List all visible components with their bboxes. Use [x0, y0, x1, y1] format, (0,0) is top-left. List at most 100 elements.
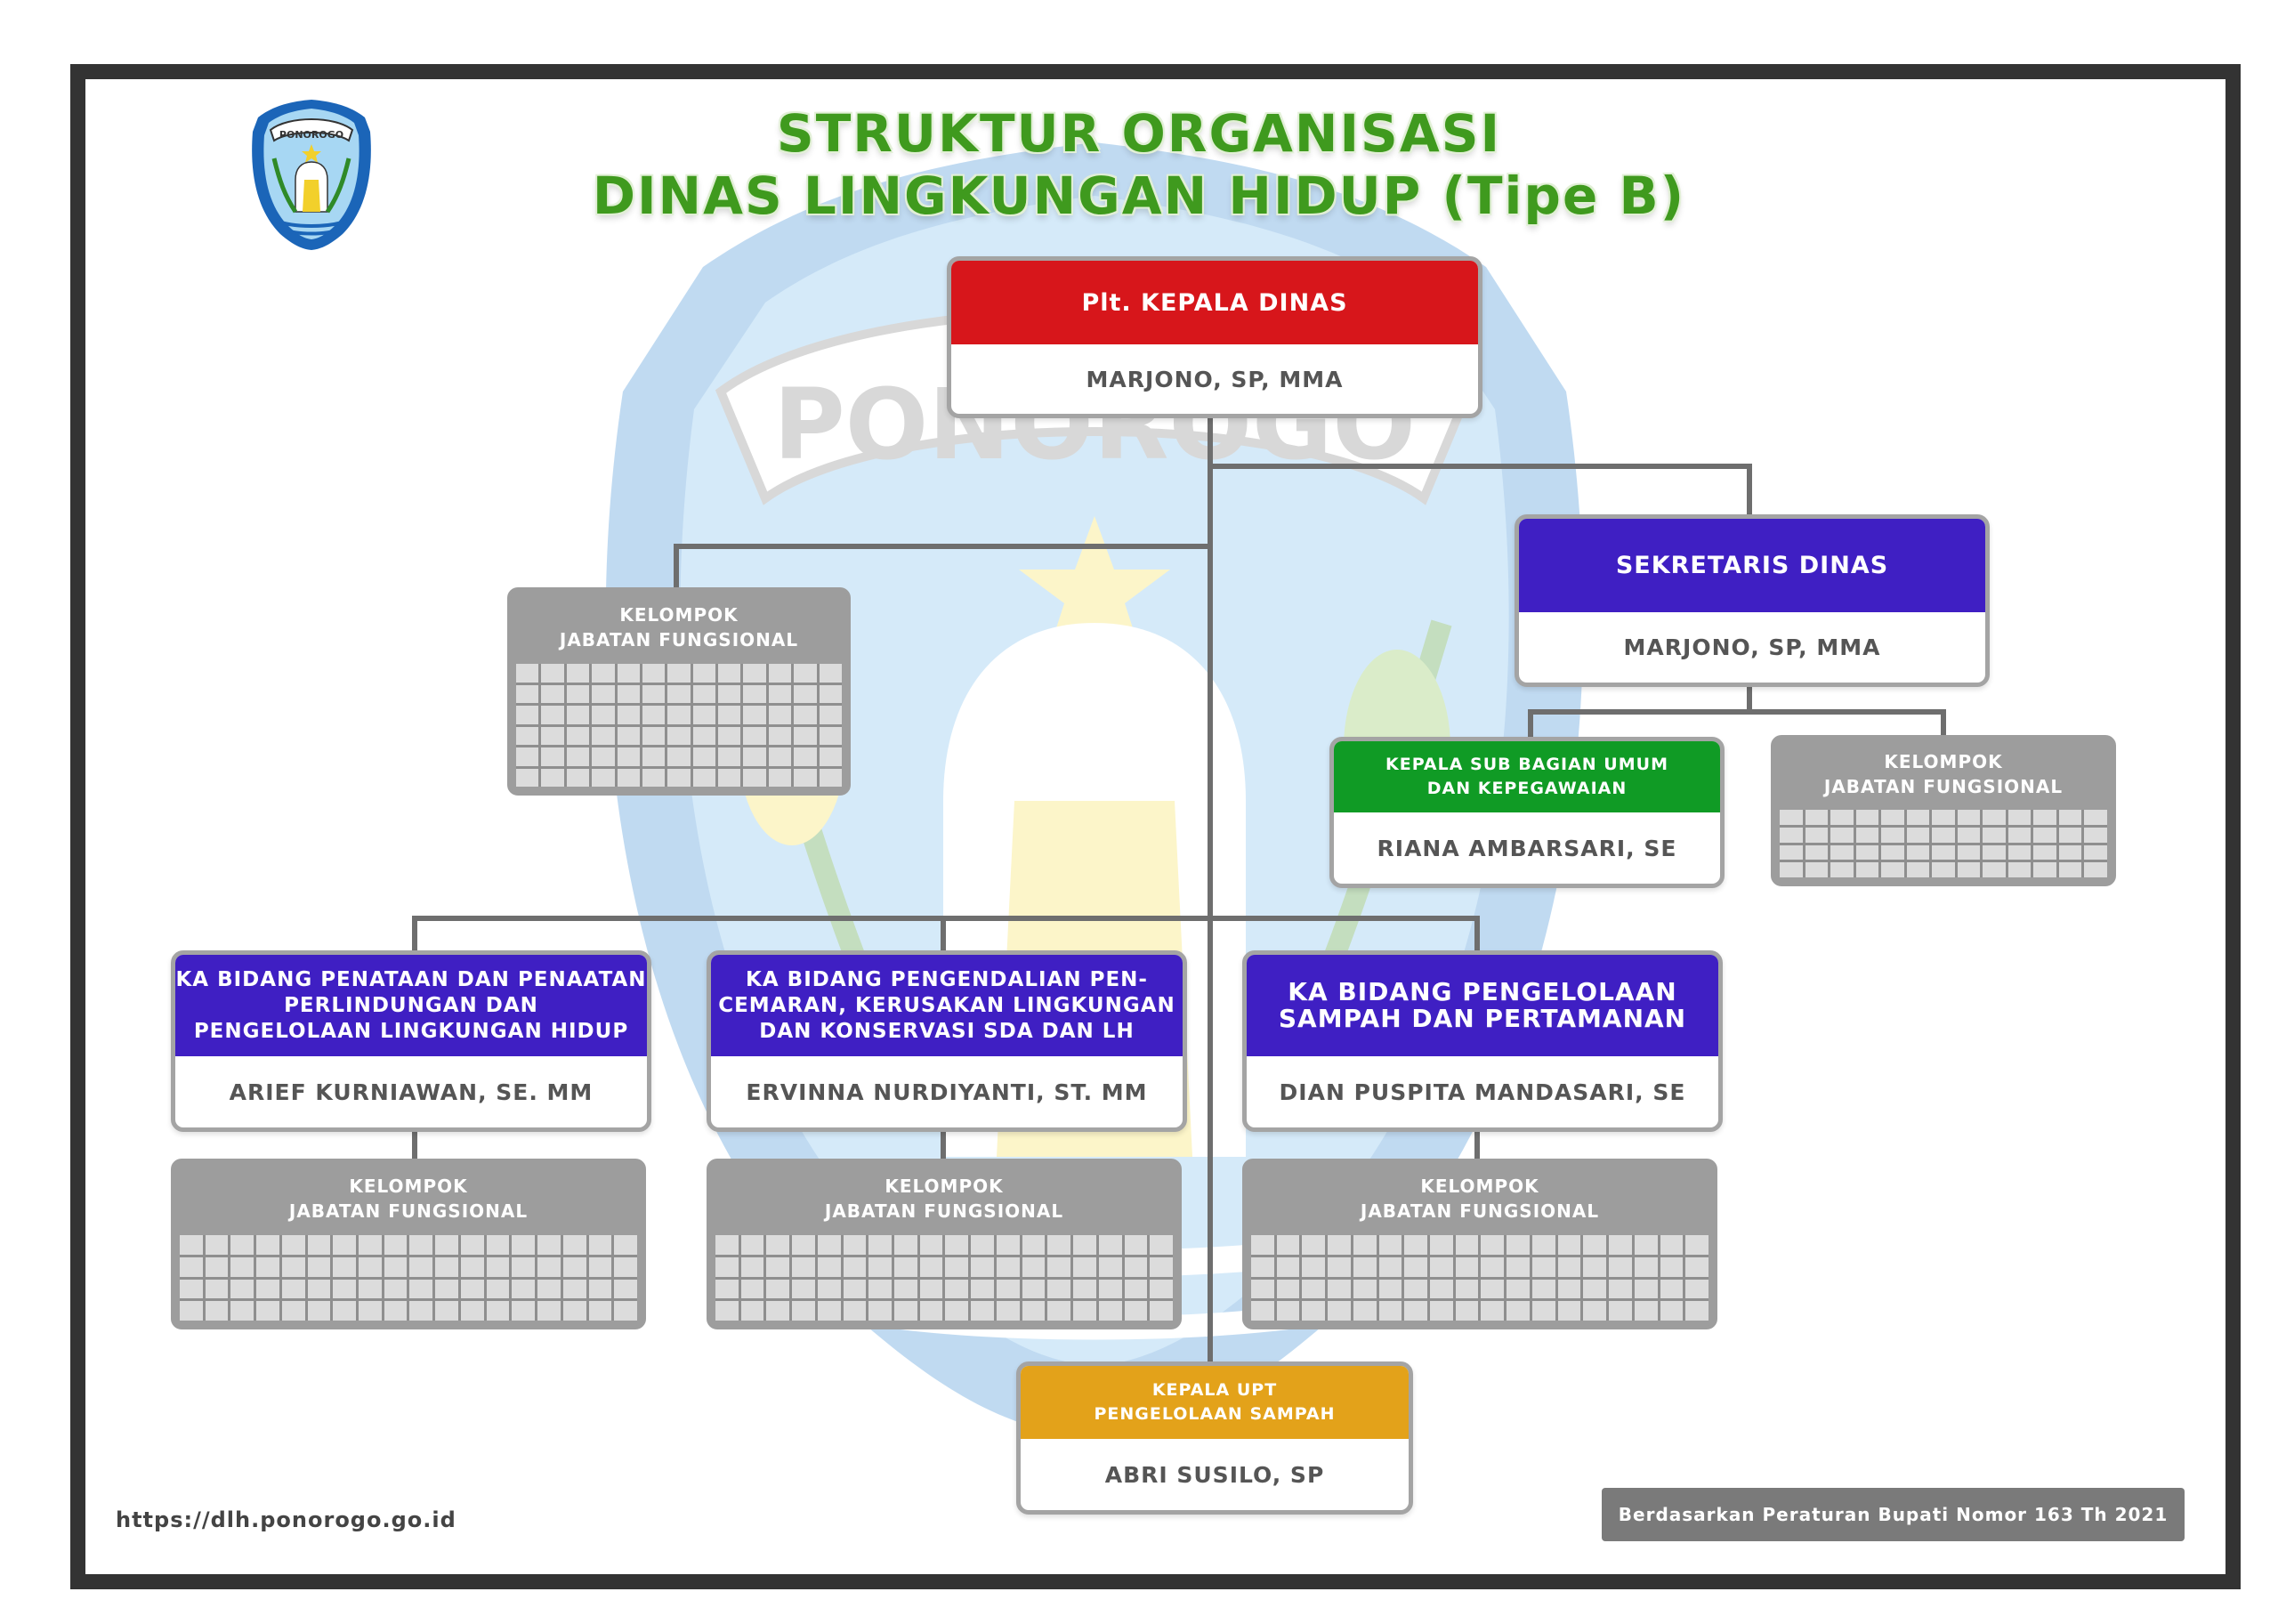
jf-member-slot	[945, 1279, 969, 1299]
jf-member-slot	[817, 1256, 841, 1277]
jf-member-slot	[1098, 1235, 1122, 1255]
jf-member-slot	[1328, 1279, 1351, 1299]
bidang2-title-line2: CEMARAN, KERUSAKAN LINGKUNGAN	[718, 993, 1175, 1017]
jf-member-slot	[768, 726, 792, 745]
jf-member-slot	[256, 1256, 279, 1277]
jf-member-slot	[1932, 862, 1955, 877]
jf-member-slot	[460, 1256, 484, 1277]
jf-member-slot	[1855, 810, 1879, 825]
jf-member-slot	[1430, 1235, 1453, 1255]
jf-member-grid	[715, 1235, 1173, 1321]
jf-member-slot	[2084, 827, 2107, 843]
jf-member-slot	[333, 1279, 357, 1299]
jf-member-slot	[819, 726, 842, 745]
jf-member-slot	[1481, 1301, 1505, 1321]
jf-member-slot	[667, 747, 691, 766]
jf-member-slot	[2033, 862, 2056, 877]
jf-member-slot	[766, 1301, 790, 1321]
kepala-dinas-name: MARJONO, SP, MMA	[1086, 366, 1344, 392]
jf-member-slot	[1047, 1279, 1071, 1299]
jf-member-slot	[1302, 1256, 1326, 1277]
jf-member-slot	[843, 1235, 867, 1255]
jf-member-slot	[1780, 810, 1803, 825]
bidang1-title-line2: PERLINDUNGAN DAN	[284, 993, 538, 1017]
jf-member-slot	[1455, 1235, 1479, 1255]
jf-member-grid	[516, 664, 842, 787]
jf-member-slot	[1507, 1279, 1530, 1299]
jf-member-slot	[486, 1235, 510, 1255]
jf-member-slot	[592, 768, 615, 787]
jf-member-slot	[768, 706, 792, 724]
jf-member-slot	[768, 664, 792, 683]
page-title-line1: STRUKTUR ORGANISASI	[776, 103, 1502, 164]
jf-member-slot	[792, 1256, 815, 1277]
jf-member-slot	[1957, 827, 1981, 843]
jf-member-slot	[692, 747, 716, 766]
jf-member-slot	[971, 1301, 994, 1321]
jf-member-slot	[1685, 1256, 1708, 1277]
bidang2-title-line1: KA BIDANG PENGENDALIAN PEN-	[746, 967, 1148, 991]
jf-member-slot	[1660, 1279, 1684, 1299]
jf-member-slot	[541, 664, 564, 683]
jf-member-slot	[592, 664, 615, 683]
jf-member-slot	[718, 684, 741, 703]
jf-member-slot	[1276, 1279, 1300, 1299]
jf-member-slot	[1302, 1235, 1326, 1255]
jf-member-slot	[359, 1256, 382, 1277]
jf-member-slot	[743, 684, 766, 703]
jf-member-slot	[667, 726, 691, 745]
jf-member-slot	[692, 664, 716, 683]
jf-label-line1: KELOMPOK	[885, 1176, 1004, 1197]
jf-label-line2: JABATAN FUNGSIONAL	[288, 1200, 529, 1222]
jf-member-slot	[1855, 827, 1879, 843]
jf-member-slot	[743, 726, 766, 745]
jf-member-slot	[843, 1256, 867, 1277]
jf-member-slot	[1378, 1301, 1402, 1321]
jf-member-slot	[1378, 1279, 1402, 1299]
jf-member-slot	[996, 1235, 1020, 1255]
jf-member-slot	[1906, 862, 1930, 877]
ponorogo-crest-icon: PONOROGO	[252, 100, 371, 250]
jf-member-slot	[817, 1279, 841, 1299]
jf-label-line2: JABATAN FUNGSIONAL	[1823, 776, 2064, 797]
jf-member-slot	[541, 747, 564, 766]
jf-member-slot	[1481, 1256, 1505, 1277]
jf-member-slot	[486, 1256, 510, 1277]
jf-member-slot	[1276, 1235, 1300, 1255]
jf-member-slot	[1583, 1235, 1607, 1255]
jf-member-slot	[2033, 844, 2056, 860]
jf-member-slot	[718, 768, 741, 787]
jf-member-slot	[435, 1301, 458, 1321]
jf-member-slot	[588, 1301, 612, 1321]
website-url: https://dlh.ponorogo.go.id	[116, 1507, 456, 1532]
jf-member-slot	[566, 747, 590, 766]
jf-member-slot	[359, 1279, 382, 1299]
jf-member-slot	[566, 768, 590, 787]
jabatan-fungsional-group-bidang2: KELOMPOK JABATAN FUNGSIONAL	[707, 1159, 1182, 1329]
jf-member-slot	[1353, 1256, 1377, 1277]
jf-member-slot	[642, 768, 666, 787]
jf-member-slot	[1276, 1256, 1300, 1277]
jf-member-slot	[667, 684, 691, 703]
jf-member-slot	[1780, 862, 1803, 877]
jf-member-slot	[588, 1235, 612, 1255]
jf-member-slot	[1124, 1235, 1148, 1255]
jf-member-slot	[592, 726, 615, 745]
jf-member-slot	[794, 664, 817, 683]
jf-member-slot	[1455, 1279, 1479, 1299]
jf-member-slot	[1932, 827, 1955, 843]
jf-label-line1: KELOMPOK	[1420, 1176, 1539, 1197]
jf-member-slot	[692, 684, 716, 703]
jf-member-slot	[868, 1235, 893, 1255]
jf-member-slot	[2058, 862, 2082, 877]
kasubag-title-line2: DAN KEPEGAWAIAN	[1426, 779, 1628, 798]
jf-member-slot	[1983, 844, 2006, 860]
jf-member-slot	[566, 726, 590, 745]
jf-member-slot	[2033, 827, 2056, 843]
jf-member-slot	[692, 768, 716, 787]
jf-member-slot	[1047, 1301, 1071, 1321]
jf-member-slot	[1531, 1301, 1555, 1321]
jf-member-slot	[1881, 844, 1904, 860]
jf-member-slot	[1047, 1235, 1071, 1255]
jf-member-slot	[2058, 844, 2082, 860]
